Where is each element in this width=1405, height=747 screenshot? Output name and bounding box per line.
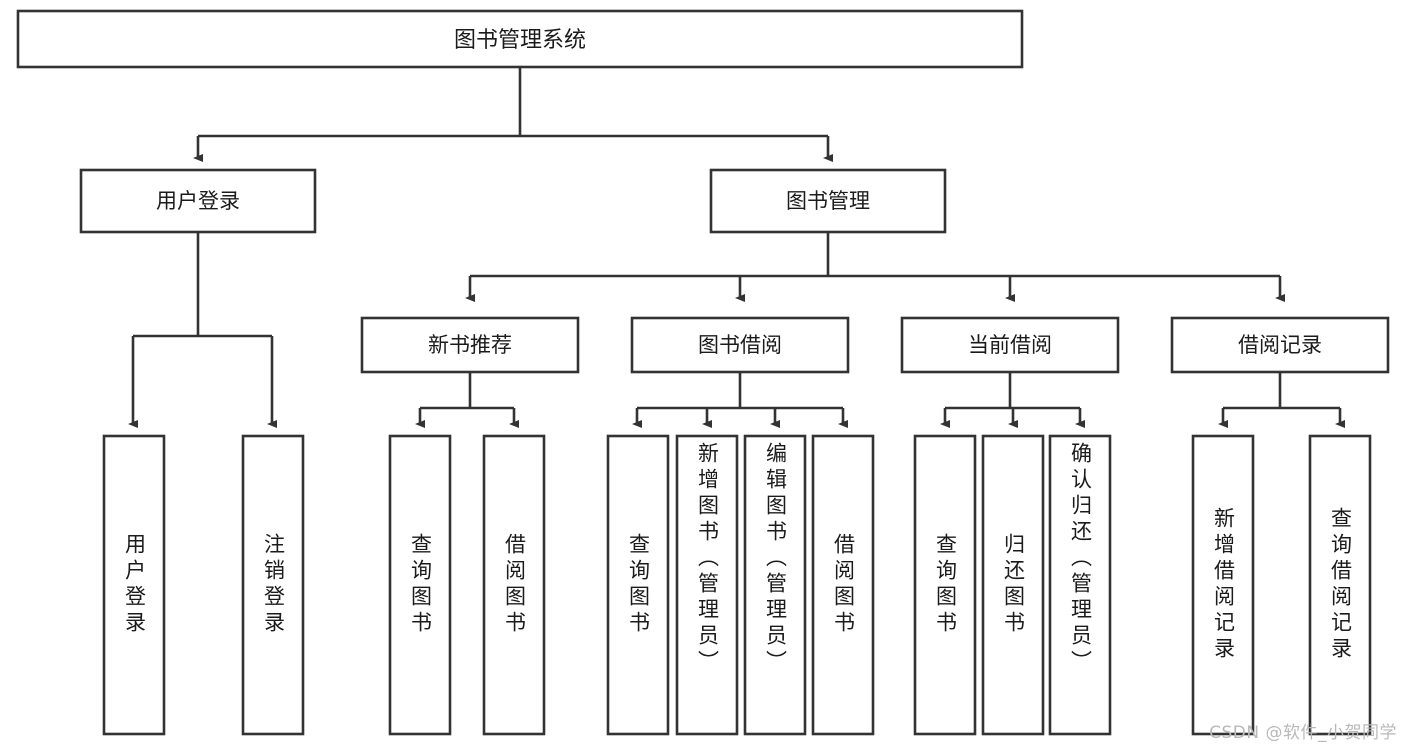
leaf-box-confirm-return[interactable] xyxy=(1048,434,1112,736)
leaf-box-query-book-2[interactable] xyxy=(606,434,670,736)
connector-bookmgmt-to-level3 xyxy=(465,232,1285,302)
connector-record-to-leaves xyxy=(1218,372,1345,428)
node-book-management-label: 图书管理 xyxy=(786,189,870,213)
connector-root-to-level2 xyxy=(193,67,833,162)
connector-current-to-leaves xyxy=(940,372,1085,428)
leaf-box-query-book-3[interactable] xyxy=(913,434,977,736)
node-book-borrow-label: 图书借阅 xyxy=(698,333,782,357)
leaf-boxes xyxy=(102,434,1372,736)
leaf-box-user-login[interactable] xyxy=(102,434,166,736)
watermark-text: CSDN @软件_小贺同学 xyxy=(1209,723,1397,743)
leaf-box-borrow-book-1[interactable] xyxy=(482,434,546,736)
node-root[interactable]: 图书管理系统 xyxy=(16,9,1024,69)
leaf-box-logout[interactable] xyxy=(241,434,305,736)
node-user-login[interactable]: 用户登录 xyxy=(79,168,317,234)
leaf-box-query-book-1[interactable] xyxy=(388,434,452,736)
node-new-book-recommend[interactable]: 新书推荐 xyxy=(360,316,580,374)
node-current-borrow-label: 当前借阅 xyxy=(968,333,1052,357)
node-book-borrow[interactable]: 图书借阅 xyxy=(630,316,850,374)
leaf-box-return-book[interactable] xyxy=(981,434,1045,736)
connector-borrow-to-leaves xyxy=(632,372,848,428)
leaf-box-borrow-book-2[interactable] xyxy=(811,434,875,736)
node-new-book-recommend-label: 新书推荐 xyxy=(428,333,512,357)
connector-newbook-to-leaves xyxy=(415,372,519,428)
leaf-box-query-record[interactable] xyxy=(1308,434,1372,736)
node-borrow-record[interactable]: 借阅记录 xyxy=(1170,316,1390,374)
leaf-box-edit-book[interactable] xyxy=(743,434,807,736)
node-current-borrow[interactable]: 当前借阅 xyxy=(900,316,1120,374)
node-borrow-record-label: 借阅记录 xyxy=(1238,333,1322,357)
node-user-login-label: 用户登录 xyxy=(156,189,240,213)
node-book-management[interactable]: 图书管理 xyxy=(709,168,947,234)
leaf-box-add-book[interactable] xyxy=(675,434,739,736)
connector-userlogin-to-leaves xyxy=(128,232,277,428)
node-root-label: 图书管理系统 xyxy=(454,28,586,53)
leaf-box-add-record[interactable] xyxy=(1191,434,1255,736)
